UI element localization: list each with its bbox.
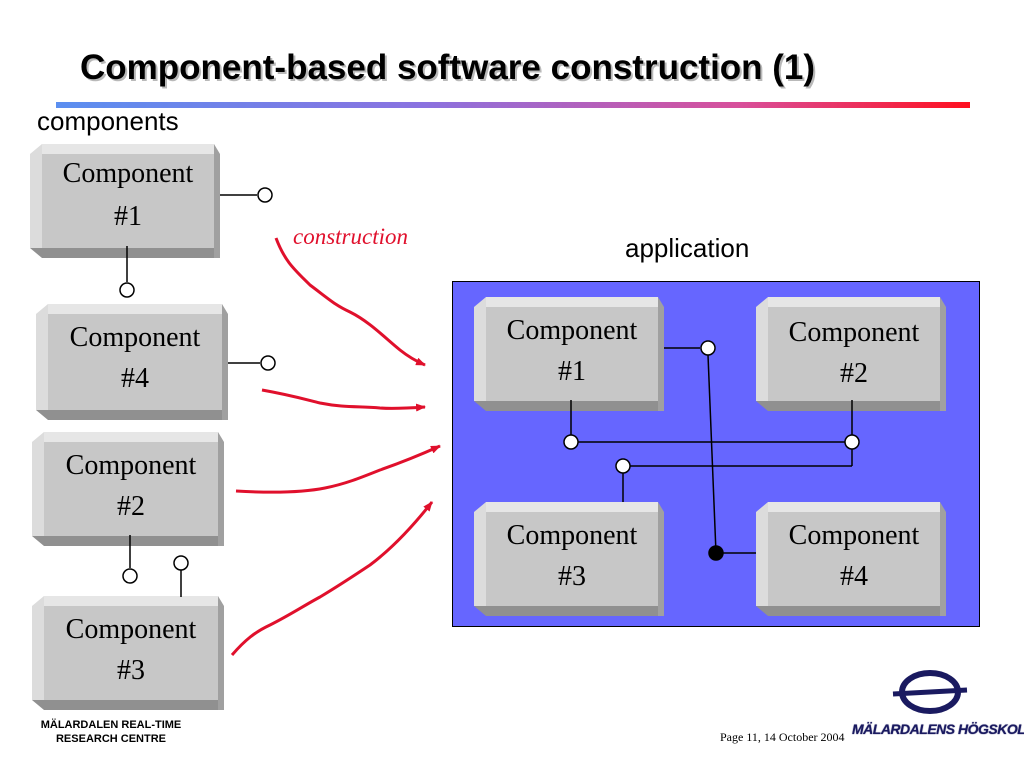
component-label: Component #3 xyxy=(65,614,197,686)
component-label: Component #2 xyxy=(788,317,920,389)
university-logo-icon xyxy=(892,670,968,714)
left-component-3: Component #3 xyxy=(32,596,224,710)
app-component-2: Component #2 xyxy=(756,297,946,411)
port-socket-icon xyxy=(173,555,189,597)
required-port-icon xyxy=(122,535,138,584)
components-caption: components xyxy=(37,106,179,136)
app-wiring xyxy=(563,340,860,561)
left-component-2: Component #2 xyxy=(32,432,224,546)
component-label: Component #1 xyxy=(506,315,638,387)
app-component-3: Component #3 xyxy=(474,502,664,616)
slide-title: Component-based software construction (1… xyxy=(80,48,816,87)
construction-arrow xyxy=(230,501,434,656)
component-label: Component #4 xyxy=(788,520,920,592)
page-number-date: Page 11, 14 October 2004 xyxy=(720,730,845,744)
component-label: Component #1 xyxy=(62,158,194,233)
construction-label: construction xyxy=(293,224,408,249)
construction-arrow xyxy=(274,237,426,367)
construction-arrow xyxy=(261,388,426,412)
provided-port-icon xyxy=(220,187,273,203)
provided-port-icon xyxy=(228,355,276,371)
component-label: Component #2 xyxy=(65,450,197,522)
org-name: MÄLARDALEN REAL-TIME RESEARCH CENTRE xyxy=(40,719,182,745)
left-component-1: Component #1 xyxy=(30,144,220,258)
component-label: Component #3 xyxy=(506,520,638,592)
app-component-4: Component #4 xyxy=(756,502,946,616)
application-caption: application xyxy=(625,233,750,263)
junction-dot-icon xyxy=(708,545,724,561)
component-label: Component #4 xyxy=(69,322,201,394)
university-logo-text: MÄLARDALENS HÖGSKOLA xyxy=(852,721,1024,737)
required-port-icon xyxy=(119,246,135,298)
construction-arrow xyxy=(235,444,441,494)
left-component-4: Component #4 xyxy=(36,304,228,420)
title-underline-bar xyxy=(56,102,970,108)
app-component-1: Component #1 xyxy=(474,297,664,411)
